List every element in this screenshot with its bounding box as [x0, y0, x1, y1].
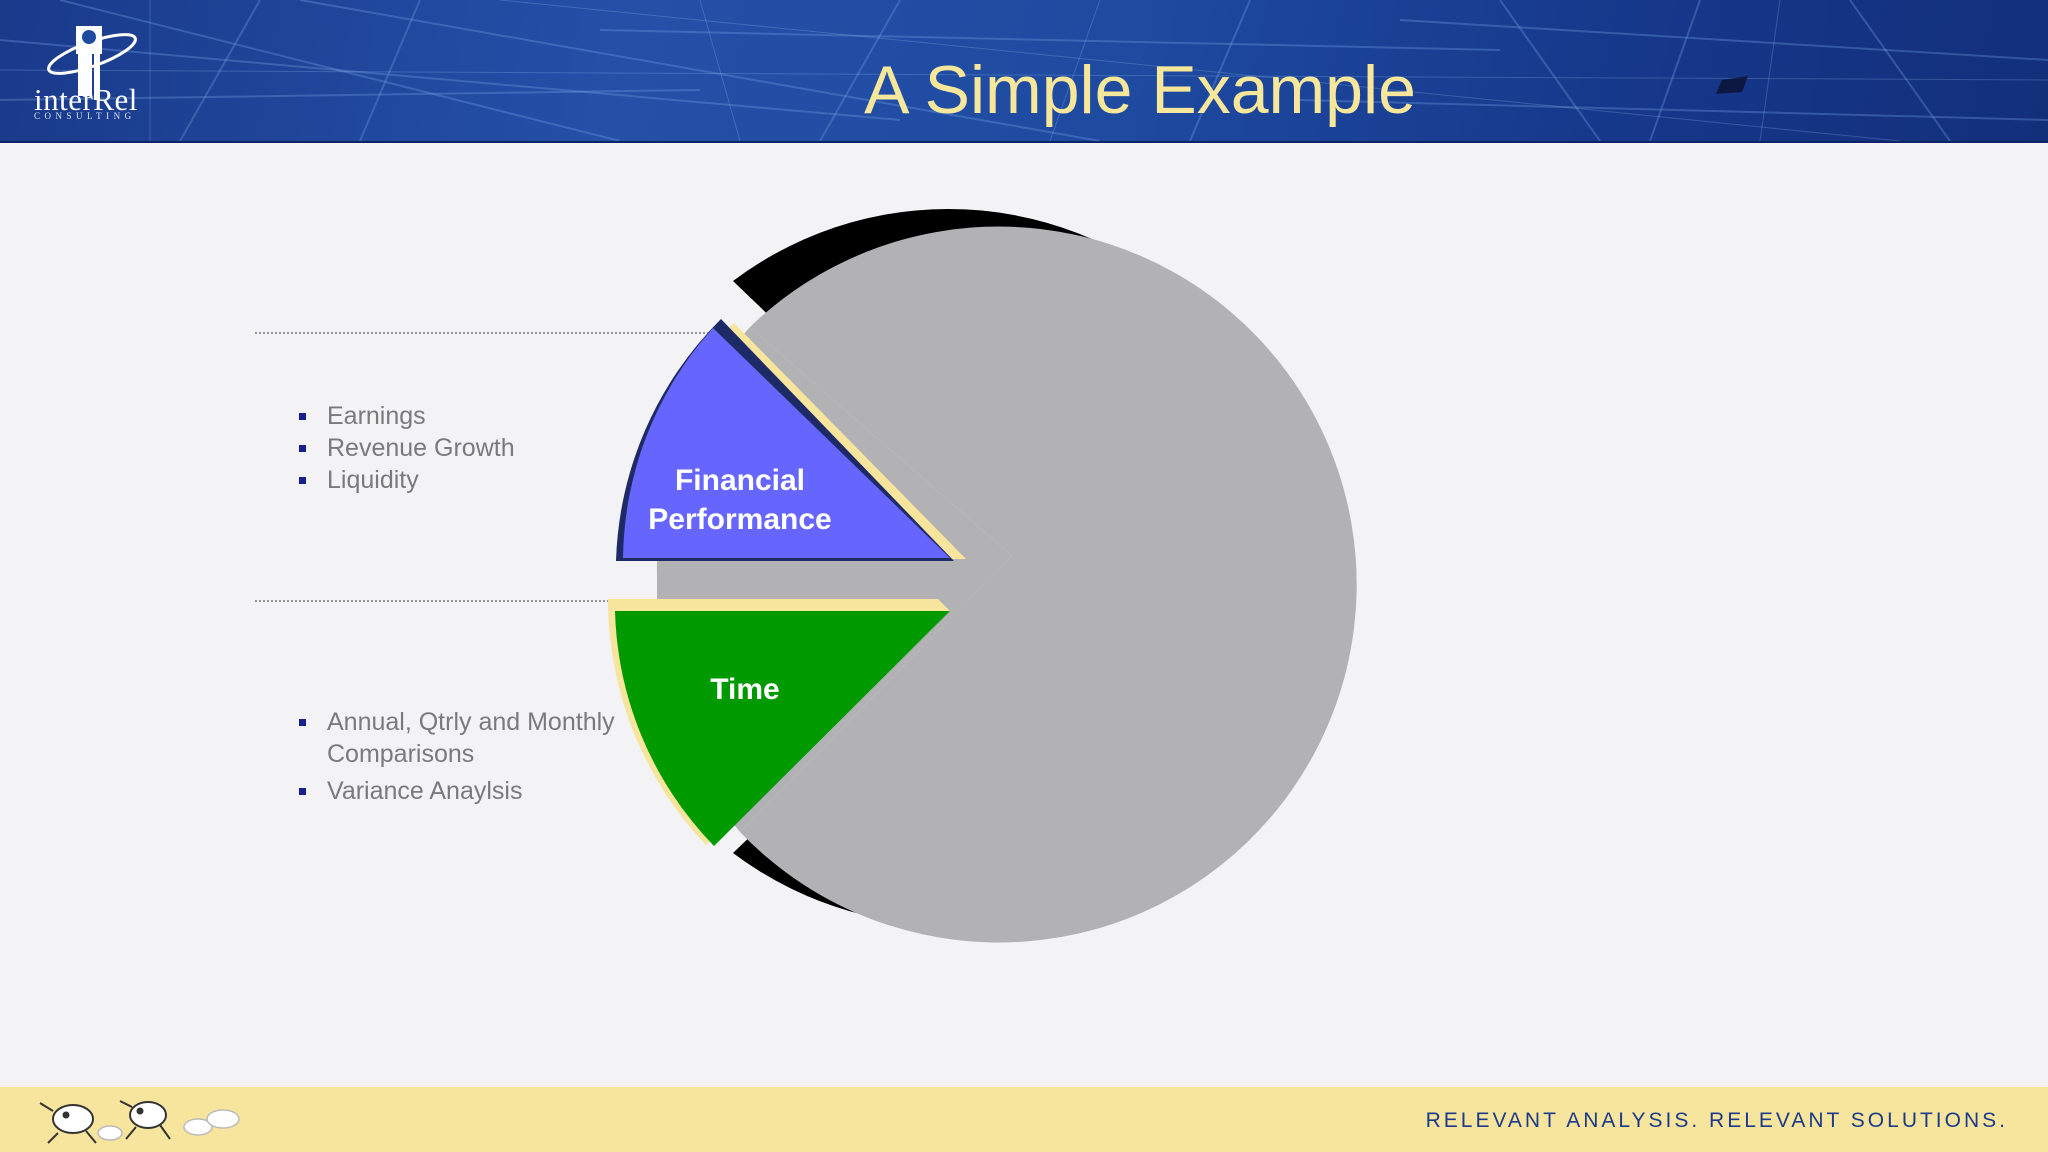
- slide-title: A Simple Example: [864, 52, 1416, 128]
- slide-footer: RELEVANT ANALYSIS. RELEVANT SOLUTIONS.: [0, 1087, 2048, 1152]
- list-item: Variance Anaylsis: [299, 775, 639, 807]
- running-mascots-icon: [39, 1100, 240, 1144]
- financial-performance-slice: [623, 328, 950, 558]
- list-item: Revenue Growth: [299, 432, 515, 464]
- list-item: Annual, Qtrly and Monthly Comparisons: [299, 706, 639, 770]
- time-label: Time: [710, 673, 780, 706]
- logo-subtext: CONSULTING: [34, 111, 136, 121]
- slide-header: interRel CONSULTING A Simple Example: [0, 0, 2048, 143]
- time-items-list: Annual, Qtrly and Monthly Comparisons Va…: [299, 706, 639, 812]
- logo-wordmark: interRel: [34, 82, 138, 117]
- list-item: Liquidity: [299, 464, 515, 496]
- time-slice: [615, 611, 950, 846]
- pie-diagram: [255, 208, 1357, 943]
- pie-main-body: [740, 226, 1357, 943]
- list-item: Earnings: [299, 400, 515, 432]
- financial-performance-label: Financial Performance: [648, 464, 832, 536]
- footer-tagline: RELEVANT ANALYSIS. RELEVANT SOLUTIONS.: [1425, 1109, 2008, 1132]
- interrel-logo: [47, 26, 137, 100]
- financial-items-list: Earnings Revenue Growth Liquidity: [299, 400, 515, 496]
- blueprint-background: [0, 0, 2048, 141]
